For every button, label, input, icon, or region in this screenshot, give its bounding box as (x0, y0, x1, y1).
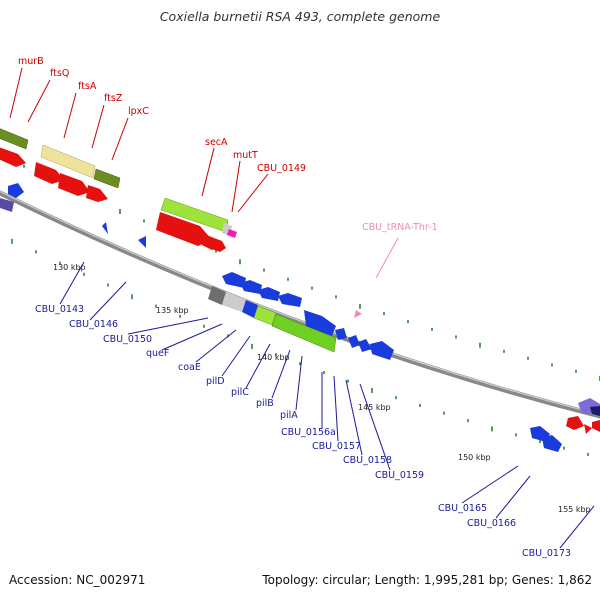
gene-label-coaE: coaE (178, 362, 201, 373)
leader-line (161, 323, 223, 351)
gene-ftsQ[interactable] (40, 144, 96, 179)
gene-reverse-cds[interactable] (8, 183, 24, 198)
gene-pilB[interactable] (304, 310, 336, 336)
leader-line (231, 160, 241, 213)
gene-tRNA-Thr-1[interactable] (354, 310, 362, 318)
leader-line (59, 261, 85, 305)
gene-label-CBU_0166: CBU_0166 (467, 518, 516, 529)
gene-CBU_0149[interactable] (227, 229, 237, 238)
gene-ftsZ[interactable] (93, 168, 121, 189)
gene-reverse-cds[interactable] (222, 272, 246, 288)
gene-reverse-cds[interactable] (278, 293, 302, 307)
gene-forward-cds[interactable] (566, 416, 584, 430)
leader-line (245, 343, 271, 389)
gene-reverse-cds[interactable] (0, 198, 14, 212)
leader-line (91, 104, 105, 149)
gene-reverse-cds[interactable] (102, 222, 108, 234)
gene-label-ftsZ: ftsZ (104, 93, 123, 104)
gene-reverse-cds[interactable] (542, 435, 562, 452)
gene-forward-cds[interactable] (0, 146, 26, 167)
accession-text: Accession: NC_002971 (9, 573, 146, 587)
gene-forward-cds[interactable] (86, 185, 108, 202)
gene-label-ftsA: ftsA (78, 81, 97, 92)
scale-tick-label: 155 kbp (558, 505, 591, 514)
gene-reverse-cds[interactable] (258, 287, 280, 301)
gene-label-CBU_0165: CBU_0165 (438, 503, 487, 514)
gene-reverse-cds[interactable] (358, 339, 372, 352)
gene-pilC[interactable] (271, 313, 337, 353)
leader-line (221, 335, 251, 377)
gene-label-CBU_0143: CBU_0143 (35, 304, 84, 315)
leader-line (195, 329, 237, 363)
gene-label-ftsQ: ftsQ (50, 68, 69, 79)
gene-label-CBU_0146: CBU_0146 (69, 319, 118, 330)
gene-forward-cds[interactable] (212, 238, 226, 252)
gene-forward-cds[interactable] (34, 162, 64, 184)
leader-line (345, 379, 363, 456)
gene-label-pilA: pilA (280, 410, 298, 421)
gene-label-murB: murB (18, 56, 44, 67)
leader-line (111, 117, 129, 161)
scale-tick-label: 140 kbp (257, 353, 290, 362)
leader-line (27, 79, 51, 123)
gene-label-CBU_0156a: CBU_0156a (281, 427, 336, 438)
forward-gene-labels: murB ftsQ ftsA ftsZ lpxC secA mutT CBU_0… (18, 56, 306, 174)
gene-reverse-cds[interactable] (138, 236, 146, 248)
map-title: Coxiella burnetii RSA 493, complete geno… (159, 9, 441, 24)
leader-line (63, 92, 77, 139)
gene-label-CBU_0150: CBU_0150 (103, 334, 152, 345)
gene-forward-cds[interactable] (156, 212, 212, 246)
leader-line (127, 317, 209, 335)
leader-line (559, 505, 595, 549)
gene-reverse-cds[interactable] (240, 280, 262, 294)
gene-label-CBU_0173: CBU_0173 (522, 548, 571, 559)
gene-features[interactable] (0, 127, 600, 452)
gene-label-queF: queF (146, 348, 169, 359)
gene-murB[interactable] (0, 127, 29, 150)
scale-tick-label: 145 kbp (358, 403, 391, 412)
gene-label-CBU_0159: CBU_0159 (375, 470, 424, 481)
leader-line (295, 355, 303, 411)
leader-lines (9, 67, 595, 549)
leader-line (333, 375, 339, 442)
gene-reverse-cds[interactable] (590, 406, 600, 416)
gene-label-tRNA: CBU_tRNA-Thr-1 (362, 222, 438, 233)
genome-backbone (0, 190, 600, 419)
scale-tick-label: 135 kbp (156, 306, 189, 315)
gene-pilD[interactable] (253, 305, 277, 326)
gene-CBU_0150[interactable] (208, 286, 226, 305)
gene-label-CBU_0158: CBU_0158 (343, 455, 392, 466)
leader-line (461, 465, 519, 504)
leader-line (9, 67, 23, 119)
gene-label-mutT: mutT (233, 150, 258, 161)
leader-line (237, 173, 269, 213)
gene-queF[interactable] (222, 292, 246, 312)
reverse-gene-labels: CBU_0143 CBU_0146 CBU_0150 queF coaE pil… (35, 304, 571, 559)
scale-tick-label: 130 kbp (53, 263, 86, 272)
gene-label-pilC: pilC (231, 387, 249, 398)
gene-reverse-cds[interactable] (242, 300, 258, 318)
gene-forward-cds[interactable] (592, 420, 600, 432)
gene-reverse-cds[interactable] (335, 328, 347, 340)
gene-label-CBU_0157: CBU_0157 (312, 441, 361, 452)
leader-line (271, 349, 291, 399)
gene-forward-cds[interactable] (58, 173, 90, 196)
gene-reverse-cds[interactable] (348, 335, 360, 348)
leader-line (89, 281, 127, 321)
leader-line (201, 147, 215, 197)
gene-reverse-cds[interactable] (370, 341, 394, 360)
gene-forward-cds[interactable] (584, 424, 592, 434)
gene-label-pilB: pilB (256, 398, 274, 409)
leader-line (359, 383, 391, 471)
leader-line (495, 475, 531, 519)
gene-label-pilD: pilD (206, 376, 225, 387)
gene-label-CBU_0149: CBU_0149 (257, 163, 306, 174)
leader-line (375, 237, 399, 279)
gene-label-lpxC: lpxC (128, 106, 149, 117)
scale-labels: 130 kbp 135 kbp 140 kbp 145 kbp 150 kbp … (53, 263, 591, 514)
scale-tick-label: 150 kbp (458, 453, 491, 462)
gene-label-secA: secA (205, 137, 228, 148)
genome-summary-text: Topology: circular; Length: 1,995,281 bp… (262, 573, 592, 587)
